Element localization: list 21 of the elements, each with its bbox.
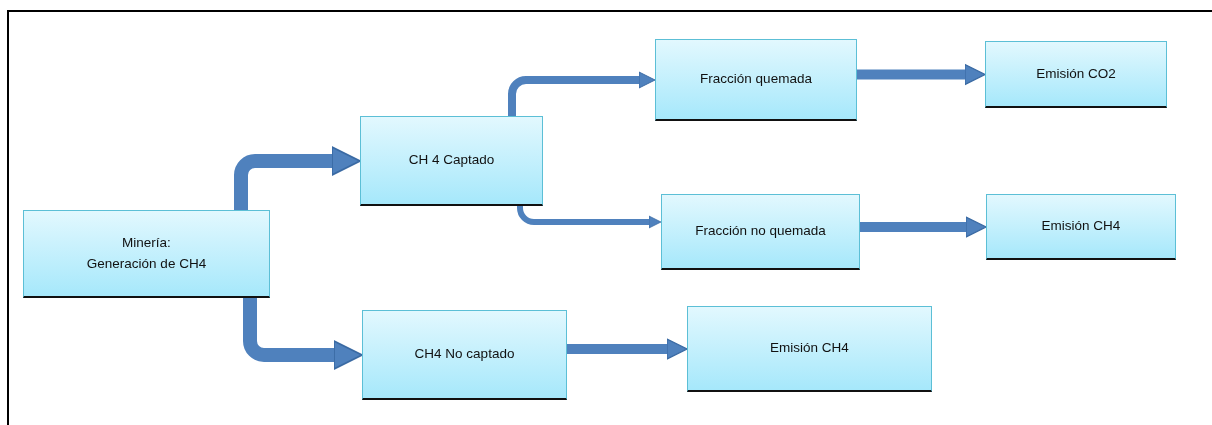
process-box <box>362 310 567 400</box>
box-label: Minería: <box>122 234 171 253</box>
box-label: CH 4 Captado <box>408 151 495 170</box>
box-label: CH4 No captado <box>414 345 515 364</box>
block-arrow <box>517 205 662 229</box>
box-label: Fracción no quemada <box>695 222 826 241</box>
process-box <box>655 39 857 121</box>
box-label: Emisión CH4 <box>1041 217 1121 236</box>
process-box <box>23 210 270 298</box>
process-box <box>360 116 543 206</box>
process-box <box>985 41 1167 108</box>
box-label: Emisión CH4 <box>770 339 849 358</box>
block-arrow <box>857 63 986 86</box>
block-arrow <box>567 338 688 360</box>
box-label: Emisión CO2 <box>1036 64 1116 83</box>
box-label: Generación de CH4 <box>86 254 207 273</box>
process-box <box>661 194 860 270</box>
block-arrow <box>860 216 987 238</box>
process-box <box>986 194 1176 260</box>
process-box <box>687 306 932 392</box>
box-label: Fracción quemada <box>700 70 812 89</box>
